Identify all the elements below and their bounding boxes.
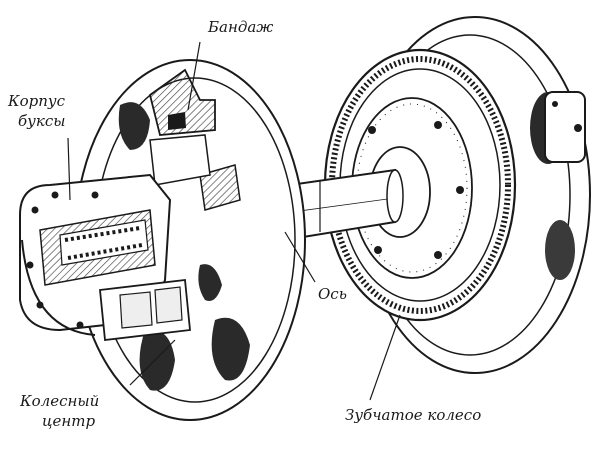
leader-axlebox: [67, 137, 71, 201]
label-wheel-center-line2: центр: [42, 412, 96, 430]
label-wheel-center-line1: Колесный: [20, 392, 100, 410]
leader-tire: [187, 41, 201, 111]
leader-lines: [67, 41, 401, 401]
leader-axle: [284, 231, 316, 283]
axlebox-housing: [19, 173, 191, 342]
label-axlebox-line1: Корпус: [8, 92, 66, 110]
label-axlebox-line2: буксы: [18, 112, 66, 130]
label-axle: Ось: [318, 285, 347, 303]
label-tire: Бандаж: [208, 18, 274, 36]
label-gear-wheel: Зубчатое колесо: [345, 406, 482, 424]
leader-wheel-center: [129, 339, 176, 386]
tire-section: [148, 68, 241, 211]
leader-gear-wheel: [369, 314, 401, 401]
